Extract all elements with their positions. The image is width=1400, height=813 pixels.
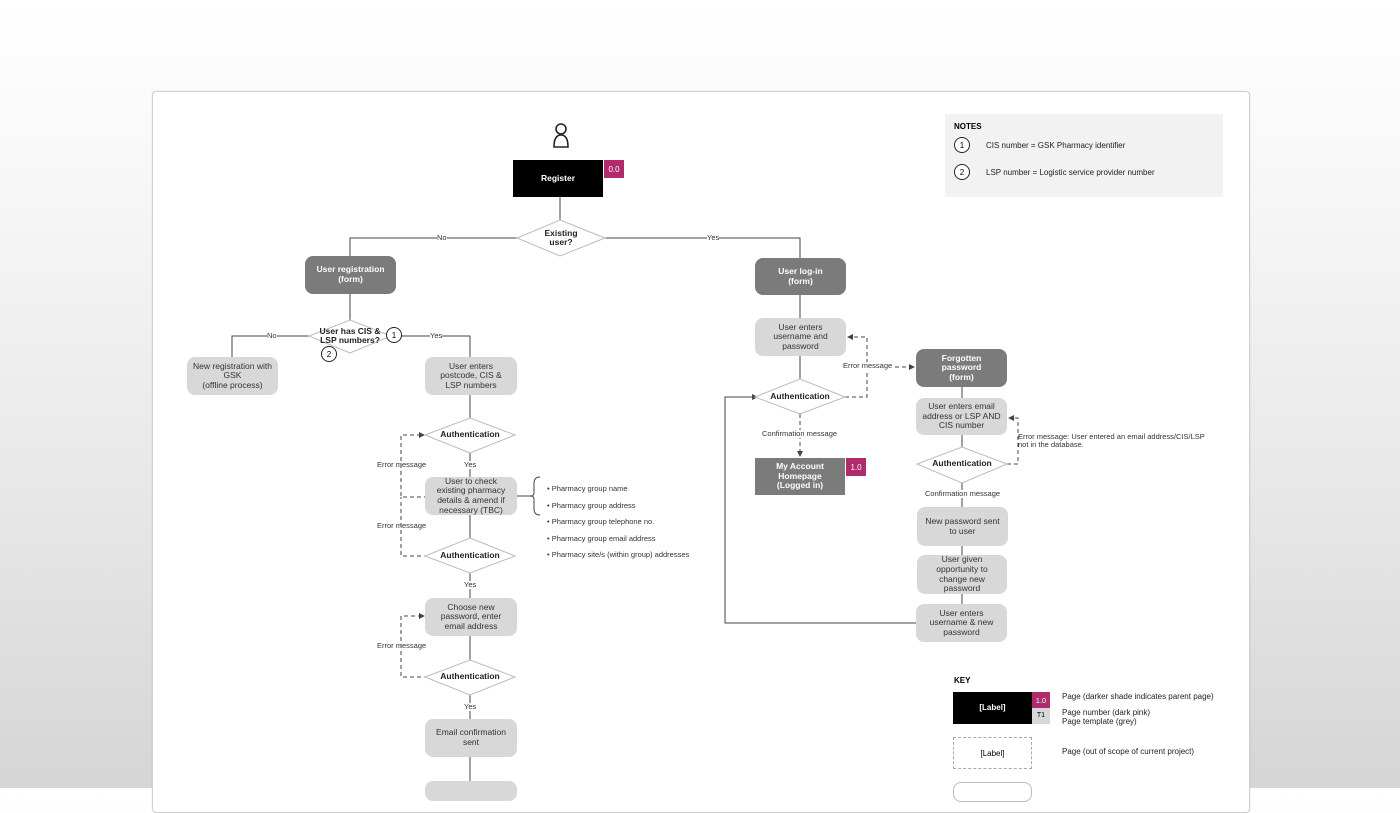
note-marker-2: 2	[321, 346, 337, 362]
fp-error-message-label: Error message: User entered an email add…	[1018, 432, 1205, 450]
user-has-numbers-label: User has CIS & LSP numbers?	[319, 325, 381, 345]
existing-user-label: Existing user?	[544, 227, 578, 247]
branch-no-label: No	[437, 233, 447, 242]
login-authentication-label: Authentication	[770, 391, 830, 402]
auth-diamond-1	[423, 417, 517, 454]
pharmacy-detail-item: • Pharmacy group email address	[547, 533, 656, 543]
key-page-number: 1.0	[1032, 692, 1050, 708]
enters-new-password-step: User enters username & new password	[916, 604, 1007, 642]
auth-yes-label-3: Yes	[464, 702, 477, 711]
key-out-of-scope-description: Page (out of scope of current project)	[1062, 747, 1195, 756]
error-message-label-2: Error message	[377, 521, 427, 530]
register-page-number: 0.0	[604, 160, 624, 178]
key-next-sample-partial	[953, 782, 1032, 802]
new-registration-offline: New registration with GSK (offline proce…	[187, 357, 278, 395]
key-template-sample: T1	[1032, 708, 1050, 724]
enters-postcode-step: User enters postcode, CIS & LSP numbers	[425, 357, 517, 395]
user-registration-form: User registration (form)	[305, 256, 396, 294]
key-number-description: Page number (dark pink) Page template (g…	[1062, 708, 1151, 726]
new-password-sent-step: New password sent to user	[917, 507, 1008, 546]
enters-username-step: User enters username and password	[755, 318, 846, 356]
fp-confirmation-message-label: Confirmation message	[925, 489, 1001, 498]
my-account-page-number: 1.0	[846, 458, 866, 476]
my-account-homepage: My Account Homepage (Logged in)	[755, 458, 845, 495]
key-page-description: Page (darker shade indicates parent page…	[1062, 692, 1214, 701]
diagram-canvas	[152, 91, 1250, 813]
authentication-label-3: Authentication	[440, 671, 500, 682]
authentication-label-1: Authentication	[440, 429, 500, 440]
fp-auth-diamond	[915, 446, 1009, 484]
branch-yes-label: Yes	[707, 233, 720, 242]
existing-user-diamond	[515, 219, 607, 257]
note-text-2: LSP number = Logistic service provider n…	[986, 168, 1155, 177]
note-number-2: 2	[954, 164, 970, 180]
pharmacy-detail-item: • Pharmacy group name	[547, 484, 628, 494]
authentication-label-2: Authentication	[440, 550, 500, 561]
auth-diamond-2	[423, 537, 517, 574]
next-step-partial	[425, 781, 517, 801]
user-icon	[553, 123, 569, 148]
key-out-of-scope-sample: [Label]	[953, 737, 1032, 769]
note-number-1: 1	[954, 137, 970, 153]
key-title: KEY	[954, 676, 971, 685]
login-auth-diamond	[753, 378, 847, 415]
note-text-1: CIS number = GSK Pharmacy identifier	[986, 141, 1126, 150]
pharmacy-detail-item: • Pharmacy site/s (within group) address…	[547, 550, 690, 560]
has-numbers-no-label: No	[267, 331, 277, 340]
fp-authentication-label: Authentication	[932, 458, 992, 469]
pharmacy-details-list: • Pharmacy group name • Pharmacy group a…	[547, 477, 689, 568]
forgotten-password-form: Forgotten password (form)	[916, 349, 1007, 387]
auth-yes-label-2: Yes	[464, 580, 477, 589]
auth-yes-label-1: Yes	[464, 460, 477, 469]
pharmacy-detail-item: • Pharmacy group address	[547, 500, 636, 510]
key-page-sample: [Label]	[953, 692, 1032, 724]
pharmacy-detail-item: • Pharmacy group telephone no.	[547, 517, 655, 527]
user-login-form: User log-in (form)	[755, 258, 846, 295]
check-pharmacy-details-step: User to check existing pharmacy details …	[425, 476, 517, 515]
notes-title: NOTES	[954, 122, 982, 131]
connector-lines	[231, 123, 1019, 781]
confirmation-message-label: Confirmation message	[762, 429, 838, 438]
error-message-label-1: Error message	[377, 460, 427, 469]
has-numbers-yes-label: Yes	[430, 331, 443, 340]
enters-email-step: User enters email address or LSP AND CIS…	[916, 398, 1007, 435]
choose-password-step: Choose new password, enter email address	[425, 598, 517, 636]
notes-panel: NOTES 1 CIS number = GSK Pharmacy identi…	[945, 114, 1223, 197]
error-message-label-login: Error message	[843, 361, 893, 370]
has-numbers-diamond	[307, 319, 393, 354]
email-confirmation-step: Email confirmation sent	[425, 719, 517, 757]
change-password-opportunity-step: User given opportunity to change new pas…	[917, 555, 1007, 594]
error-message-label-3: Error message	[377, 641, 427, 650]
register-page: Register	[513, 160, 603, 197]
auth-diamond-3	[423, 659, 517, 696]
note-marker-1: 1	[386, 327, 402, 343]
